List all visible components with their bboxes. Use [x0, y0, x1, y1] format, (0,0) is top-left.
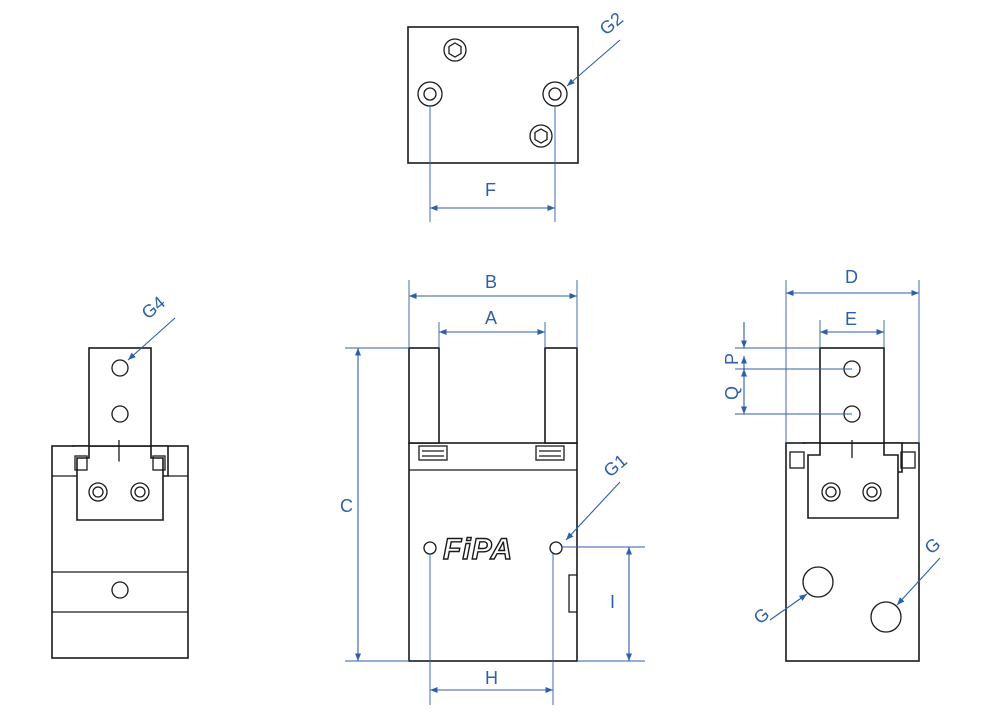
- right-side-view: D E P Q G G: [722, 267, 945, 662]
- label-c: C: [340, 496, 353, 516]
- air-port: [870, 601, 902, 633]
- label-p: P: [722, 353, 742, 365]
- top-view: F G2: [407, 8, 627, 222]
- air-port: [802, 566, 834, 598]
- pin-hole: [111, 581, 129, 599]
- screw-hole: [821, 482, 841, 502]
- front-view: FiPA B A C H: [340, 272, 645, 705]
- dimension-e: E: [819, 309, 885, 348]
- label-f: F: [485, 180, 496, 200]
- label-g4: G4: [138, 292, 169, 323]
- screw-hole: [88, 482, 108, 502]
- dimension-c: C: [340, 347, 409, 662]
- label-b: B: [485, 272, 497, 292]
- left-side-view: G4: [51, 292, 189, 659]
- label-e: E: [845, 309, 857, 329]
- dimension-q: Q: [722, 369, 852, 415]
- pin-hole-left: [423, 541, 437, 555]
- screw-hole: [130, 482, 150, 502]
- pin-hole: [111, 359, 129, 377]
- dimension-p: P: [722, 322, 852, 370]
- label-d: D: [845, 267, 858, 287]
- label-g2: G2: [596, 8, 627, 39]
- screw-hole: [529, 124, 553, 148]
- dimension-d: D: [785, 267, 920, 443]
- dimension-a: A: [438, 308, 546, 348]
- pin-hole-left: [417, 81, 443, 107]
- screw-hole: [862, 482, 882, 502]
- label-h: H: [485, 668, 498, 688]
- pin-hole-right: [549, 541, 563, 555]
- label-g-left: G: [750, 604, 774, 628]
- label-a: A: [485, 308, 497, 328]
- label-q: Q: [722, 386, 742, 400]
- dimension-h: H: [429, 554, 554, 705]
- dimension-b: B: [408, 272, 578, 348]
- dimension-f: F: [429, 106, 556, 222]
- screw-hole: [443, 38, 467, 62]
- dimension-i: I: [562, 546, 645, 662]
- label-i: I: [610, 592, 615, 612]
- brand-logo: FiPA: [443, 533, 513, 566]
- label-g-right: G: [921, 534, 945, 558]
- pin-hole: [111, 405, 129, 423]
- pin-hole-right: [542, 81, 568, 107]
- label-g1: G1: [600, 450, 631, 481]
